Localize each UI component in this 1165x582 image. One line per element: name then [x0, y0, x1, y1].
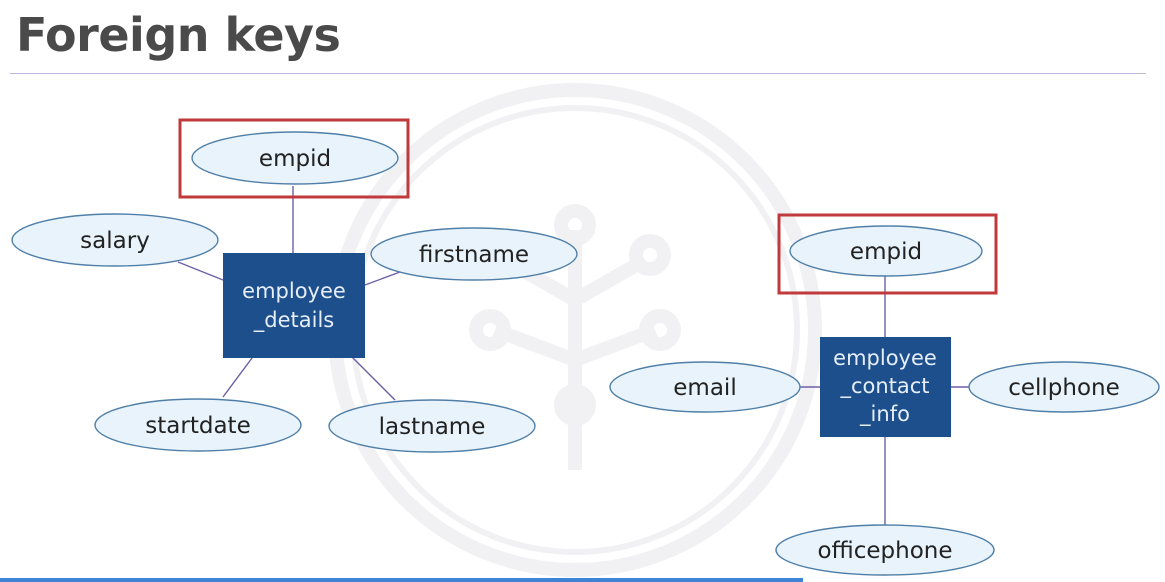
attribute-lastname: lastname: [328, 399, 536, 453]
attribute-label: lastname: [379, 414, 486, 440]
attribute-label: cellphone: [1008, 375, 1120, 401]
attribute-email: email: [609, 361, 801, 413]
entity-employee-details: employee _details: [223, 253, 365, 358]
attribute-empid: empid: [191, 131, 399, 185]
attribute-salary: salary: [11, 213, 219, 267]
entity-employee-contact-info: employee _contact _info: [820, 337, 951, 437]
connector-startdate: [222, 357, 253, 398]
connectors: [800, 276, 969, 525]
attribute-empid: empid: [789, 225, 983, 277]
attribute-label: officephone: [817, 538, 952, 564]
attribute-label: startdate: [145, 413, 250, 439]
attribute-label: empid: [850, 239, 922, 265]
diagram-employee-contact-info: empid email cellphone officephone employ…: [609, 213, 1160, 576]
title-divider: [10, 73, 1146, 74]
attribute-officephone: officephone: [775, 524, 995, 576]
entity-label-line-1: employee: [242, 279, 346, 303]
slide-title: Foreign keys: [16, 8, 341, 62]
attribute-label: empid: [259, 146, 331, 172]
diagram-employee-details: empid salary firstname startdate lastnam…: [11, 118, 578, 453]
entity-label-line-2: _details: [253, 308, 334, 333]
connector-firstname: [364, 271, 401, 286]
attribute-cellphone: cellphone: [968, 361, 1160, 413]
progress-bar-strip: [0, 578, 803, 582]
attribute-firstname: firstname: [370, 227, 578, 281]
connector-salary: [177, 261, 224, 281]
entity-label-line-3: _info: [859, 402, 910, 427]
attribute-label: salary: [80, 228, 150, 254]
attribute-label: firstname: [419, 242, 529, 268]
key-highlight-box: [178, 118, 410, 199]
attribute-label: email: [673, 375, 736, 401]
attribute-startdate: startdate: [94, 398, 302, 452]
entity-label-line-1: employee: [833, 346, 937, 370]
key-highlight-box: [777, 213, 998, 295]
entity-label-line-2: _contact: [839, 374, 929, 399]
